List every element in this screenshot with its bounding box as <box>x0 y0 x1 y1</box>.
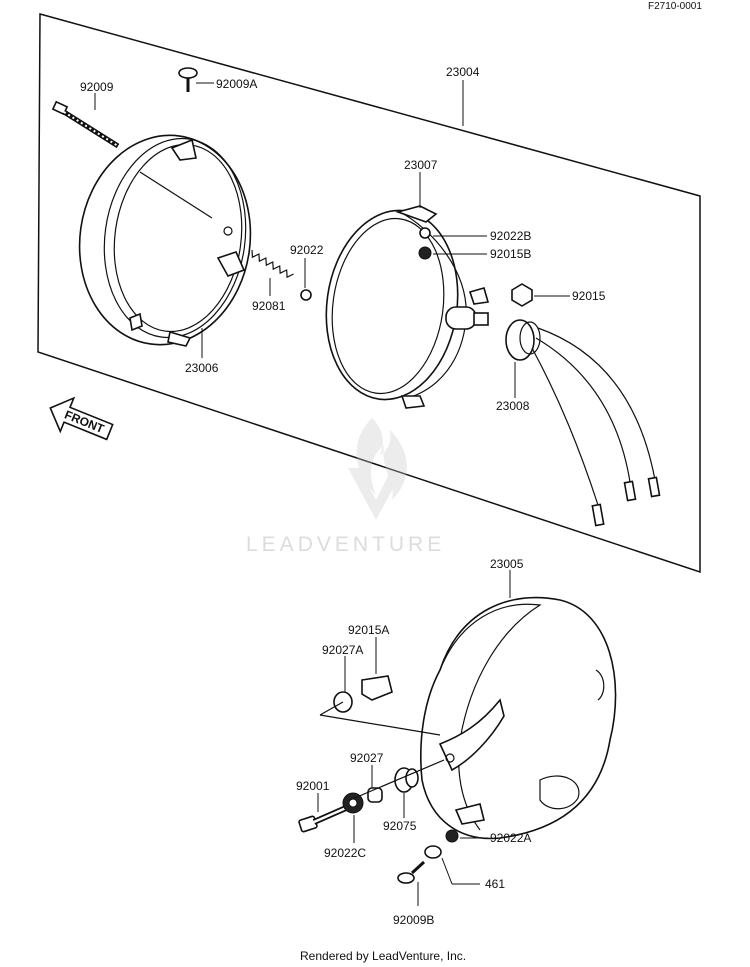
label-92009A: 92009A <box>216 77 257 91</box>
label-92009: 92009 <box>80 80 114 94</box>
label-92015: 92015 <box>572 289 606 303</box>
headlight-unit-23007 <box>325 205 490 409</box>
label-92022B: 92022B <box>490 229 531 243</box>
label-92022: 92022 <box>290 243 324 257</box>
collar-92027 <box>367 787 383 803</box>
nut-92015A <box>361 675 393 701</box>
label-92015B: 92015B <box>490 247 531 261</box>
rim-23006 <box>78 134 252 347</box>
label-23007: 23007 <box>404 158 438 172</box>
front-label: FRONT <box>63 408 107 437</box>
label-23005: 23005 <box>490 557 524 571</box>
upper-leader-lines <box>94 80 570 398</box>
label-92001: 92001 <box>296 779 330 793</box>
spring-92081 <box>251 249 294 279</box>
grommet-92075 <box>394 767 419 793</box>
screw-92009 <box>51 100 120 149</box>
label-92027: 92027 <box>350 751 384 765</box>
washer-92022C <box>342 792 364 814</box>
screw-92009A <box>178 67 198 92</box>
watermark-logo <box>348 418 407 520</box>
label-92081: 92081 <box>252 299 286 313</box>
footer-credit: Rendered by LeadVenture, Inc. <box>300 949 466 963</box>
label-92027A: 92027A <box>322 643 363 657</box>
bolt-92001 <box>298 805 348 833</box>
ring-461 <box>424 845 442 859</box>
washer-92022 <box>300 289 312 301</box>
front-arrow <box>49 396 114 441</box>
washer-92022A <box>445 829 459 843</box>
label-92075: 92075 <box>383 819 417 833</box>
label-23008: 23008 <box>496 399 530 413</box>
socket-23008 <box>505 319 661 527</box>
label-23006: 23006 <box>185 361 219 375</box>
label-92015A: 92015A <box>348 623 389 637</box>
watermark-text: LEADVENTURE <box>246 533 445 556</box>
screw-92009B <box>397 860 426 884</box>
assembly-frame <box>37 13 701 574</box>
alignment-lines <box>319 701 445 801</box>
label-92022A: 92022A <box>490 831 531 845</box>
lower-leader-lines <box>317 570 511 906</box>
label-92022C: 92022C <box>324 846 366 860</box>
nut-92015 <box>511 283 533 307</box>
label-461: 461 <box>485 877 505 891</box>
label-23004: 23004 <box>446 65 480 79</box>
nut-92015B <box>418 246 432 260</box>
diagram-code: F2710-0001 <box>648 1 702 12</box>
label-92009B: 92009B <box>393 913 434 927</box>
washer-92022B <box>419 227 431 239</box>
housing-23005 <box>420 596 617 840</box>
